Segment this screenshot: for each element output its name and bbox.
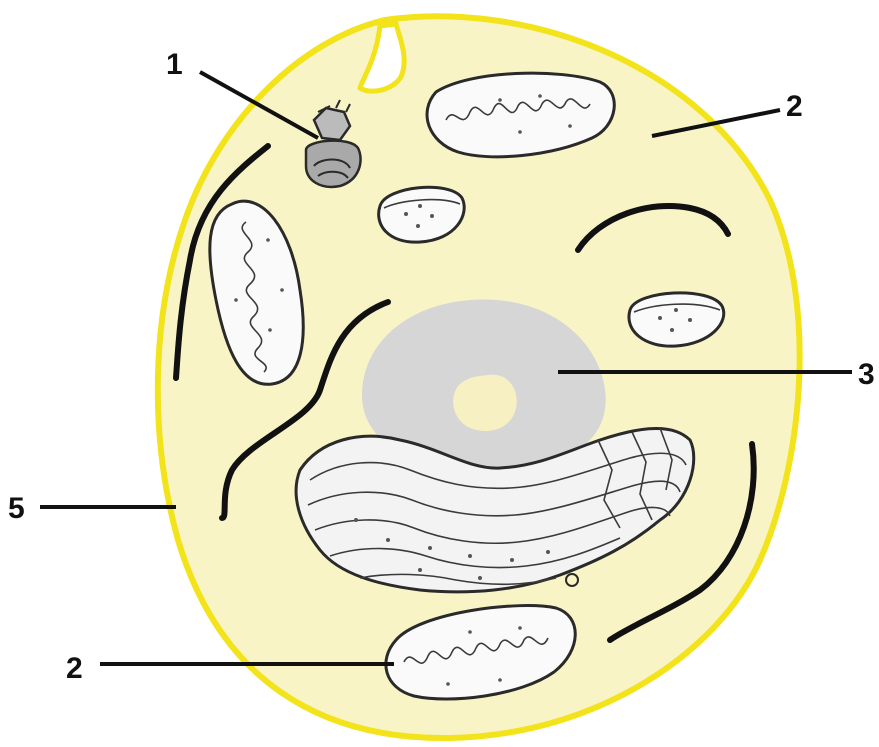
label-membrane: 5 xyxy=(8,492,25,525)
label-centriole: 1 xyxy=(166,48,183,81)
label-mitochondrion: 2 xyxy=(66,652,83,685)
label-cytoplasm: 2 xyxy=(786,90,803,123)
nucleolus xyxy=(453,375,517,431)
label-nucleus: 3 xyxy=(858,358,875,391)
